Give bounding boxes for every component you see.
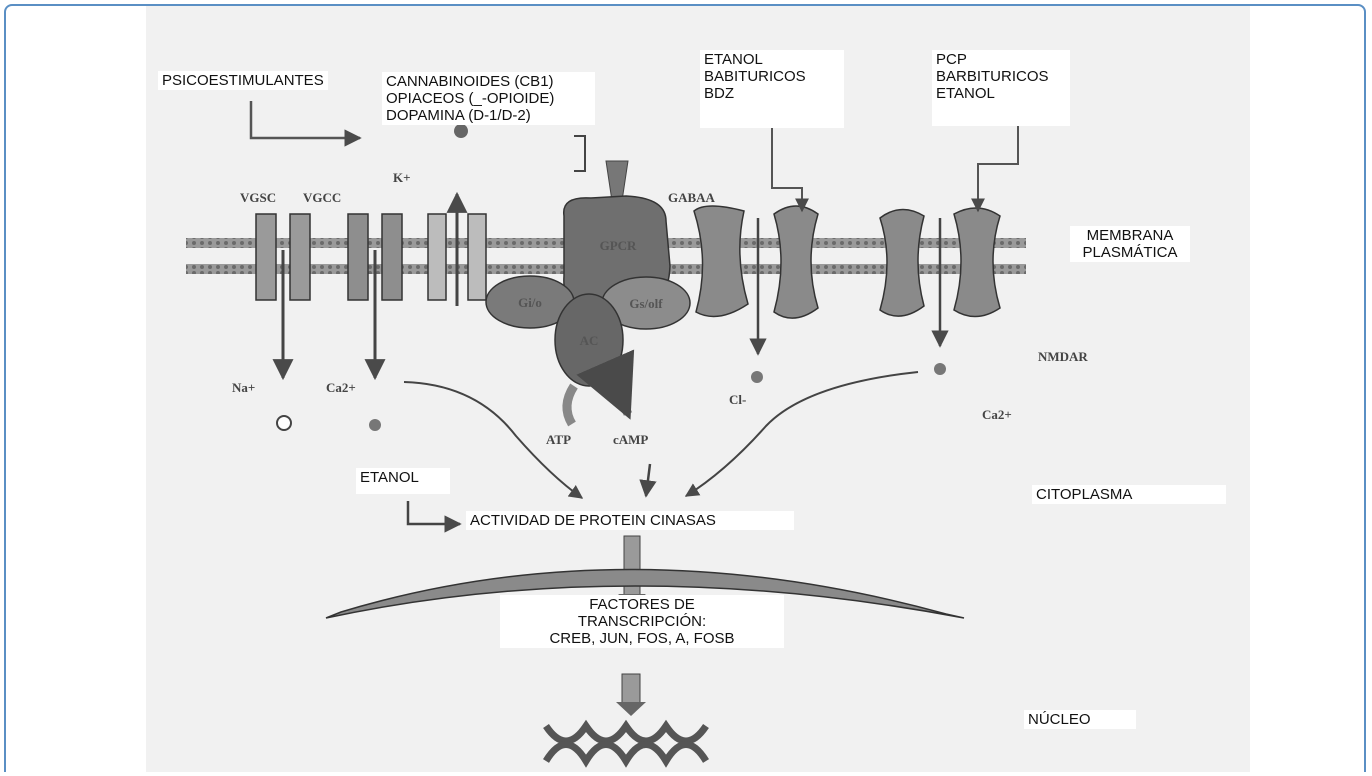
ligand-shape (606, 161, 628, 201)
gio-label: Gi/o (518, 295, 542, 310)
psicoestimulantes-label: PSICOESTIMULANTES (158, 71, 328, 90)
cl-label: Cl- (729, 392, 746, 408)
figure-frame: GPCR Gi/o Gs/olf AC (4, 4, 1366, 772)
atp-arrow (567, 386, 574, 424)
vgcc-label: VGCC (303, 190, 341, 206)
nucleo-label: NÚCLEO (1024, 710, 1136, 729)
psico-arrow (251, 101, 360, 138)
na-ion (277, 416, 291, 430)
kinase-to-factors-arrow (624, 536, 640, 596)
nmda-receptor (880, 208, 1000, 346)
camp-label: cAMP (613, 432, 648, 448)
kinases-label: ACTIVIDAD DE PROTEIN CINASAS (466, 511, 794, 530)
ca-ion-right (934, 363, 946, 375)
k-label: K+ (393, 170, 411, 186)
vgsc-label: VGSC (240, 190, 276, 206)
receptor-bracket (574, 136, 585, 171)
gaba-drugs-label: ETANOL BABITURICOS BDZ (700, 50, 844, 128)
gabaa-label: GABAA (668, 190, 715, 206)
dna-helix (546, 726, 706, 761)
gpcr-complex: GPCR Gi/o Gs/olf AC (486, 196, 690, 424)
nmda-drugs-label: PCP BARBITURICOS ETANOL (932, 50, 1070, 126)
gaba-drug-arrow (772, 124, 802, 211)
etanol-label: ETANOL (356, 468, 450, 494)
citoplasma-label: CITOPLASMA (1032, 485, 1226, 504)
atp-label: ATP (546, 432, 571, 448)
receptors-label: CANNABINOIDES (CB1) OPIACEOS (_-OPIOIDE)… (382, 72, 595, 125)
ca-left-label: Ca2+ (326, 380, 356, 396)
signaling-diagram: GPCR Gi/o Gs/olf AC (6, 6, 1366, 772)
etanol-arrow (408, 501, 460, 524)
na-label: Na+ (232, 380, 255, 396)
nmda-to-kinase-arrow (686, 372, 918, 496)
nmda-drug-arrow (978, 124, 1018, 211)
nmdar-label: NMDAR (1038, 349, 1088, 365)
factores-label: FACTORES DE TRANSCRIPCIÓN: CREB, JUN, FO… (500, 595, 784, 648)
gpcr-label: GPCR (600, 238, 637, 253)
membrana-label: MEMBRANA PLASMÁTICA (1070, 226, 1190, 262)
k-ion (454, 124, 468, 138)
factors-to-dna-arrow (622, 674, 640, 704)
camp-arrow (606, 386, 628, 414)
ca-right-label: Ca2+ (982, 407, 1012, 423)
cl-ion (751, 371, 763, 383)
ca-ion-left (369, 419, 381, 431)
gabaa-receptor (694, 206, 818, 354)
gsolf-label: Gs/olf (629, 296, 663, 311)
camp-to-kinase-arrow (646, 464, 650, 496)
ac-label: AC (580, 333, 599, 348)
